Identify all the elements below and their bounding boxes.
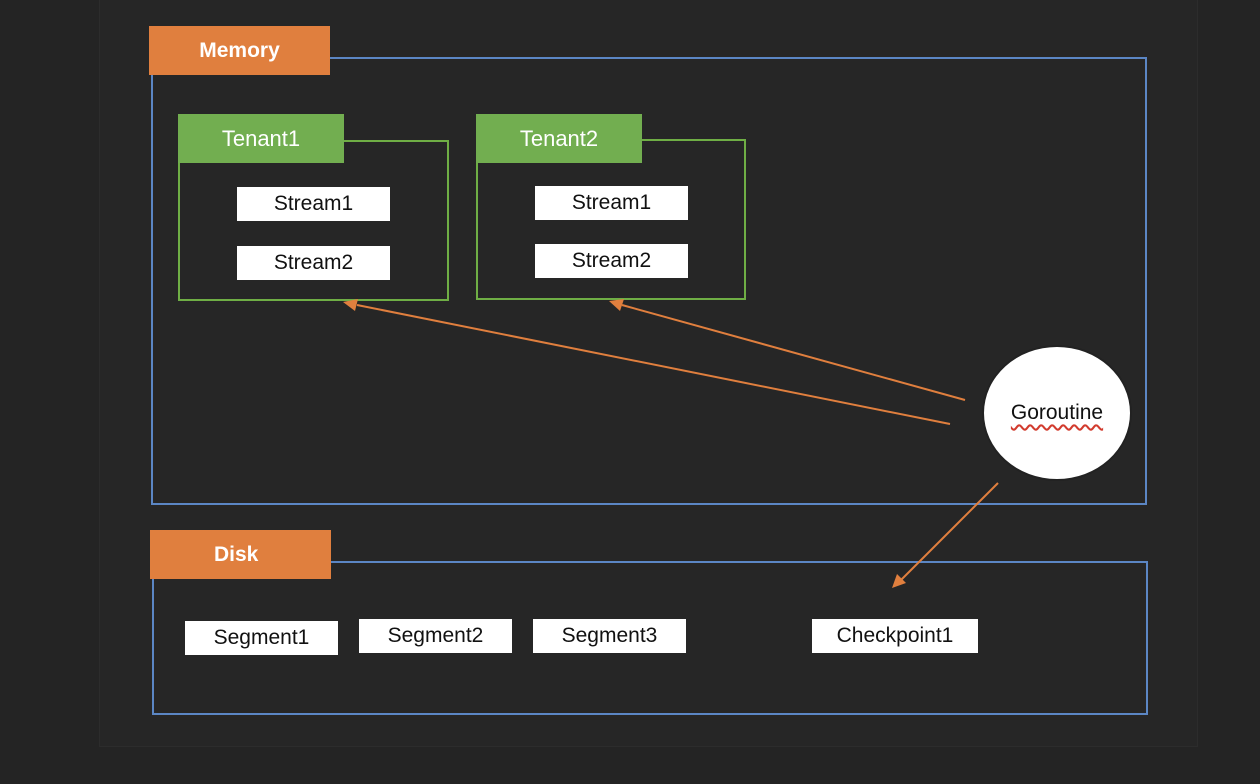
goroutine-label: Goroutine xyxy=(1010,401,1104,424)
arrowhead-tenant2 xyxy=(609,299,624,311)
checkpoint1: Checkpoint1 xyxy=(812,619,978,653)
arrow-to-tenant1 xyxy=(356,304,951,425)
segment3: Segment3 xyxy=(533,619,686,653)
arrow-to-tenant2 xyxy=(621,304,966,401)
tenant2-label: Tenant2 xyxy=(476,114,642,163)
arrow-to-checkpoint xyxy=(900,482,999,581)
tenant1-stream2: Stream2 xyxy=(237,246,390,280)
arrowhead-tenant1 xyxy=(343,299,358,311)
tenant1-stream1: Stream1 xyxy=(237,187,390,221)
tenant2-stream1: Stream1 xyxy=(535,186,688,220)
goroutine-node: Goroutine xyxy=(982,345,1132,481)
memory-region xyxy=(151,57,1147,505)
disk-region xyxy=(152,561,1148,715)
segment1: Segment1 xyxy=(185,621,338,655)
disk-label: Disk xyxy=(150,530,331,579)
segment2: Segment2 xyxy=(359,619,512,653)
memory-label: Memory xyxy=(149,26,330,75)
arrowhead-checkpoint xyxy=(892,574,906,588)
tenant1-label: Tenant1 xyxy=(178,114,344,163)
tenant2-stream2: Stream2 xyxy=(535,244,688,278)
